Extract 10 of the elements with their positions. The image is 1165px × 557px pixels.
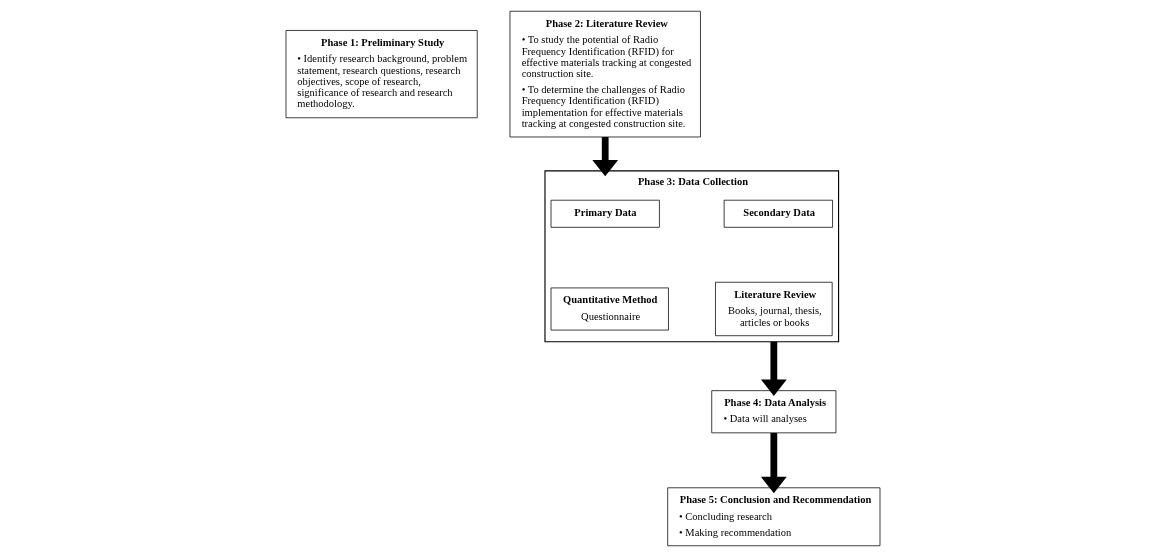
node-box: Primary Data (550, 199, 660, 228)
node-box: Phase 4: Data Analysis • Data will analyses (710, 390, 836, 434)
node-box: Phase 1: Preliminary Study • Identify research background, problem statement, research questions, research objectives, scope of research, significance of research and research methodology. (285, 30, 478, 119)
node-box: Literature Review Books, journal, thesis, articles or books (714, 281, 833, 337)
arrow (760, 341, 787, 396)
node-box: Quantitative Method Questionnaire (550, 287, 669, 331)
node-box: Phase 5: Conclusion and Recommendation • Concluding research • Making recommendation (666, 487, 880, 547)
node-box: Secondary Data (723, 199, 833, 228)
node-box: Phase 2: Literature Review • To study the potential of Radio Frequency Identification (RFID) for effective materials tracking at congested construction site. • To determine the challenges of Radio Frequency Identification (RFID) implementation for effective materials tracking at congested construction site. (509, 10, 701, 138)
arrow (760, 432, 787, 494)
